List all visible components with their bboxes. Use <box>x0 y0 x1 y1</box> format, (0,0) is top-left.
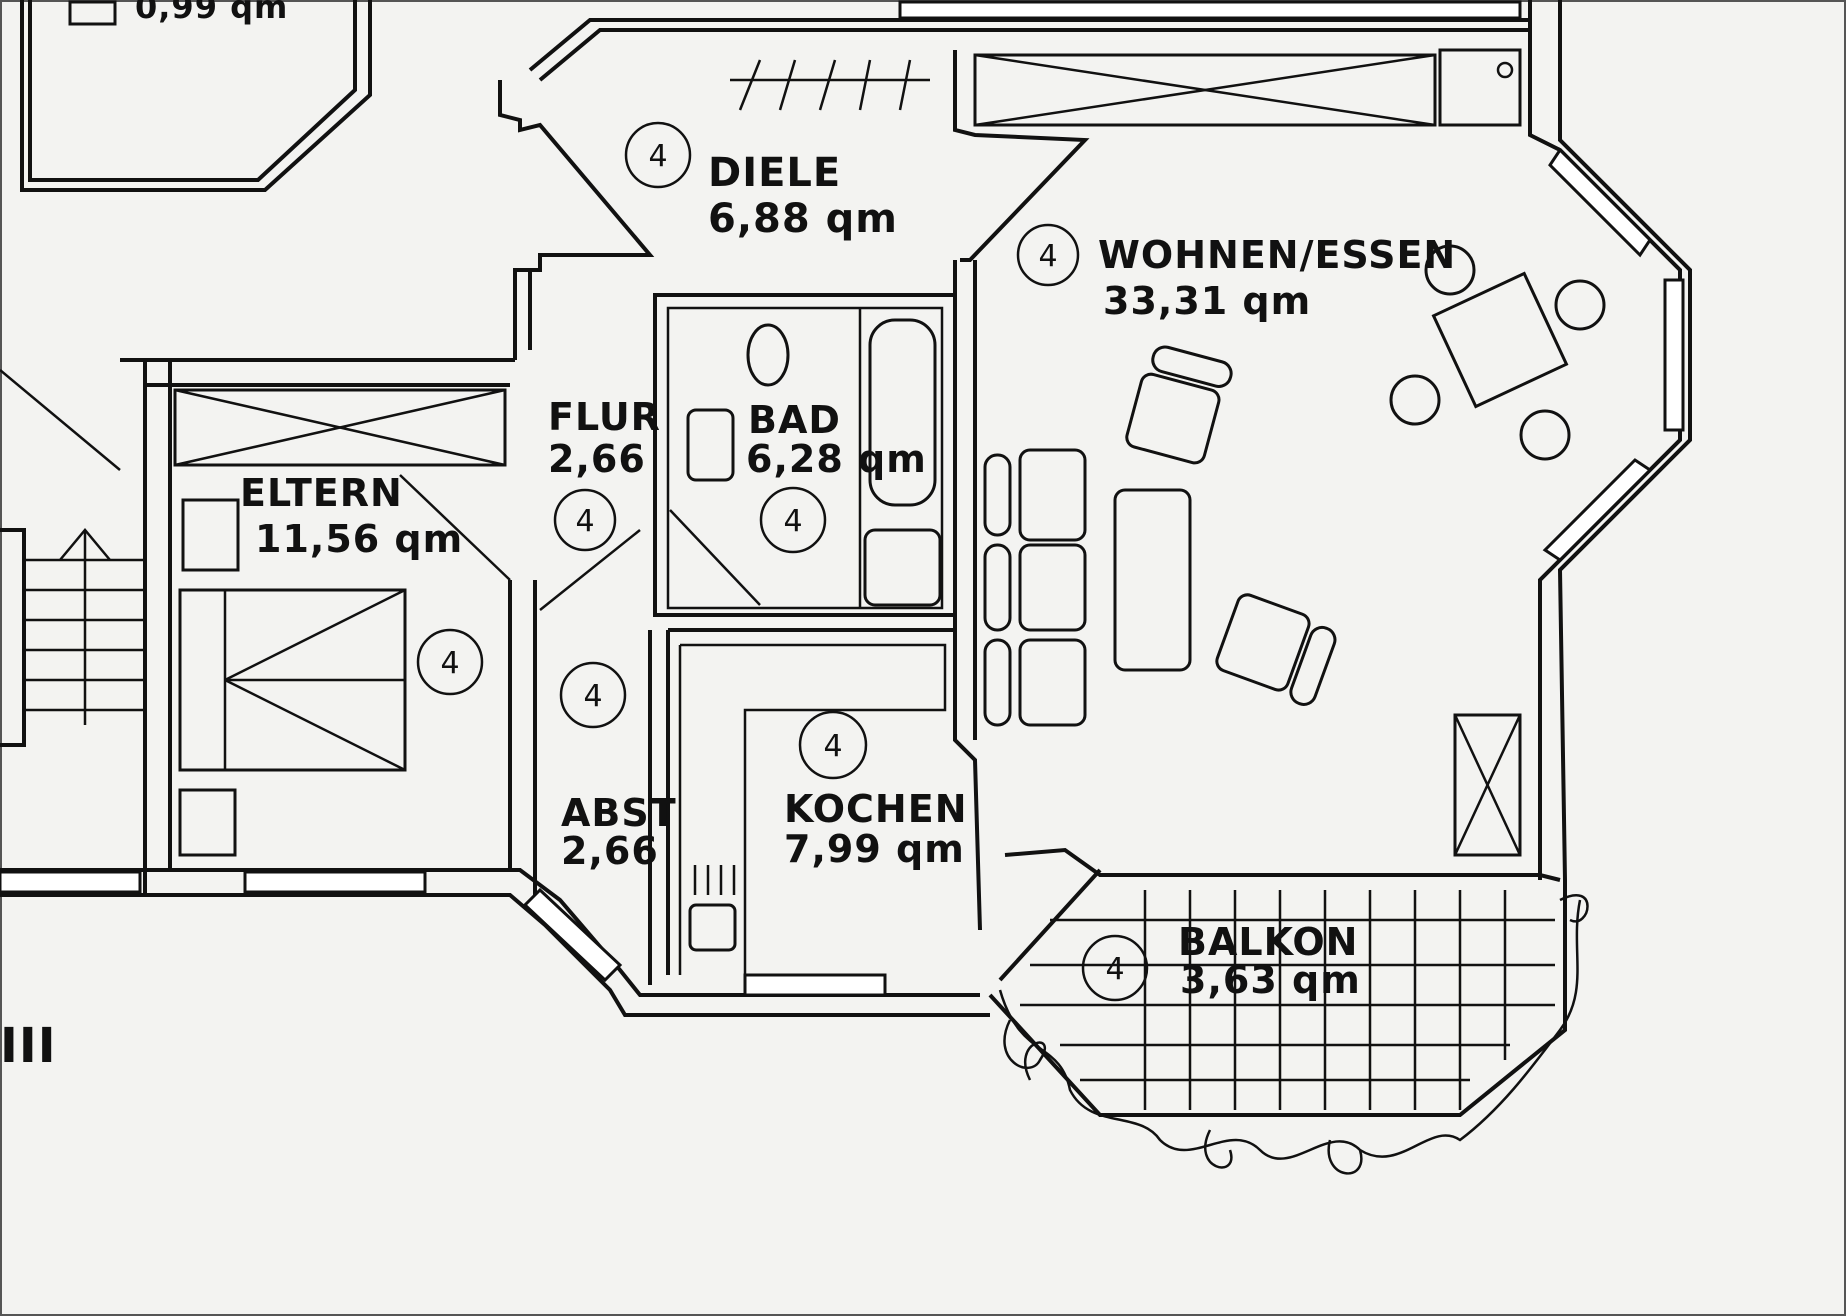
eltern-marker-circle <box>416 628 484 696</box>
eltern-marker: 4 <box>440 646 459 681</box>
room-wohnen-essen: WOHNEN/ESSEN 33,31 qm 4 <box>953 223 1606 931</box>
wohnen-marker: 4 <box>1038 239 1057 274</box>
exterior-walls <box>0 0 1692 1017</box>
kochen-area: 7,99 qm <box>784 827 965 871</box>
balkon-tiles <box>1020 890 1555 1110</box>
room-abst: ABST 2,66 4 <box>559 630 677 985</box>
balkon-marker-circle <box>1081 934 1149 1002</box>
balkon-name: BALKON <box>1178 920 1358 964</box>
eltern-name: ELTERN <box>240 471 403 515</box>
top-cabinet <box>973 48 1522 127</box>
flur-marker: 4 <box>575 504 594 539</box>
flur-name: FLUR <box>548 395 661 439</box>
flur-area: 2,66 <box>548 437 646 481</box>
kochen-marker: 4 <box>823 729 842 764</box>
abst-marker-circle <box>559 661 627 729</box>
bad-marker-circle <box>759 486 827 554</box>
abst-area: 2,66 <box>561 829 659 873</box>
room-eltern: ELTERN 11,56 qm 4 <box>173 388 507 857</box>
kochen-name: KOCHEN <box>784 787 968 831</box>
wohnen-marker-circle <box>1016 223 1080 287</box>
eltern-area: 11,56 qm <box>255 517 463 561</box>
diele-marker-circle <box>624 121 692 189</box>
room-balkon: BALKON 3,63 qm 4 <box>988 847 1589 1175</box>
bad-name: BAD <box>748 398 841 442</box>
room-bad: BAD 6,28 qm 4 <box>653 293 957 617</box>
kochen-marker-circle <box>798 710 868 780</box>
staircase <box>0 369 145 747</box>
top-left-room: 0,99 qm <box>20 0 372 192</box>
flur-marker-circle <box>553 488 617 552</box>
diele-name: DIELE <box>708 150 841 196</box>
diele-marker: 4 <box>648 139 667 174</box>
abst-marker: 4 <box>583 679 602 714</box>
bad-area: 6,28 qm <box>746 437 927 481</box>
balkon-marker: 4 <box>1105 952 1124 987</box>
room-diele: DIELE 6,88 qm 4 <box>498 50 1090 360</box>
room-flur: FLUR 2,66 4 <box>399 395 661 895</box>
roman-numeral-label: III <box>0 1018 57 1074</box>
windows <box>0 0 1685 997</box>
diele-area: 6,88 qm <box>708 196 898 242</box>
wohnen-area: 33,31 qm <box>1103 279 1311 323</box>
wohnen-name: WOHNEN/ESSEN <box>1098 233 1456 277</box>
balkon-area: 3,63 qm <box>1180 958 1361 1002</box>
top-left-area-label: 0,99 qm <box>135 0 288 26</box>
abst-name: ABST <box>561 791 677 835</box>
room-kochen: KOCHEN 7,99 qm 4 <box>668 628 968 975</box>
bad-marker: 4 <box>783 504 802 539</box>
